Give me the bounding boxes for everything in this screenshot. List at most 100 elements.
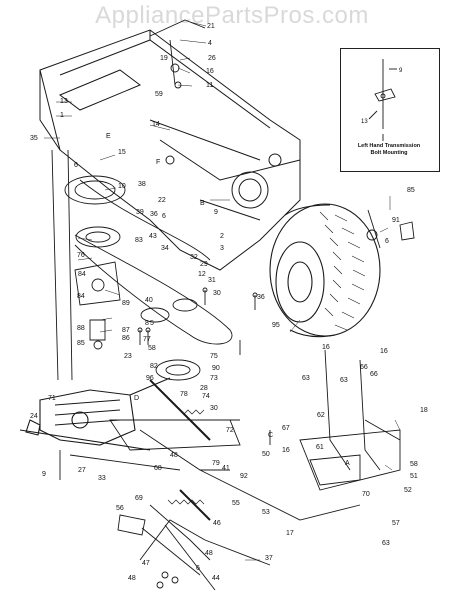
callout-label: F [156, 159, 160, 166]
callout-label: E [106, 133, 111, 140]
callout-label: 31 [208, 277, 216, 284]
callout-label: 16 [206, 68, 214, 75]
rear-tire [269, 203, 381, 338]
callout-label: 50 [262, 451, 270, 458]
callout-label: 48 [170, 452, 178, 459]
callout-label: 32 [190, 254, 198, 261]
callout-label: 67 [282, 425, 290, 432]
callout-label: 92 [240, 473, 248, 480]
inset-caption-line2: Bolt Mounting [370, 150, 408, 156]
callout-label: 58 [148, 345, 156, 352]
tire-tread [319, 211, 366, 331]
callout-label: 30 [210, 405, 218, 412]
callout-label: 16 [282, 447, 290, 454]
callout-label: 55 [232, 500, 240, 507]
callout-label: 11 [206, 82, 213, 89]
callout-label: 74 [202, 393, 210, 400]
transmission [19, 377, 171, 451]
callout-label: 16 [322, 344, 330, 351]
callout-label: 51 [410, 473, 418, 480]
pedal-parts [117, 514, 216, 591]
callout-label: 5 [150, 320, 154, 327]
callout-label: 75 [210, 353, 218, 360]
callout-label: 59 [155, 91, 163, 98]
callout-label: 63 [382, 540, 390, 547]
callout-label: 63 [340, 377, 348, 384]
callout-label: 72 [226, 427, 234, 434]
callout-label: 33 [98, 475, 106, 482]
callout-label: 24 [30, 413, 38, 420]
callout-label: 56 [116, 505, 124, 512]
callout-label: A [345, 460, 350, 467]
callout-label: 88 [77, 325, 85, 332]
callout-label: 91 [392, 217, 400, 224]
callout-label: 30 [213, 290, 221, 297]
callout-label: 37 [265, 555, 273, 562]
callout-label: 29 [200, 261, 208, 268]
callout-label: 57 [392, 520, 400, 527]
callout-label: 89 [122, 300, 130, 307]
callout-label: 61 [316, 444, 324, 451]
callout-label: 23 [124, 353, 132, 360]
callout-label: 76 [77, 252, 85, 259]
callout-label: 15 [118, 149, 126, 156]
callout-label: 90 [212, 365, 220, 372]
callout-label: 96 [146, 375, 154, 382]
callout-label: D [134, 395, 139, 402]
callout-label: 85 [407, 187, 415, 194]
callout-label: 44 [212, 575, 220, 582]
callout-label: 82 [150, 363, 158, 370]
leader-lines [44, 21, 401, 561]
callout-label: 38 [138, 181, 146, 188]
callout-label: 62 [317, 412, 325, 419]
callout-label: 87 [122, 327, 130, 334]
callout-label: 3 [220, 245, 224, 252]
callout-label: 53 [262, 509, 270, 516]
callout-label: 35 [30, 135, 38, 142]
callout-label: 52 [404, 487, 412, 494]
callout-label: 6 [74, 162, 78, 169]
callout-label: 84 [78, 271, 86, 278]
inset-caption-line1: Left Hand Transmission [357, 143, 421, 149]
callout-label: 27 [78, 467, 86, 474]
callout-label: 47 [142, 560, 150, 567]
callout-label: 14 [152, 121, 160, 128]
callout-label: 6 [196, 565, 200, 572]
callout-label: 48 [205, 550, 213, 557]
callout-label: 9 [214, 209, 218, 216]
callout-label: 40 [145, 297, 153, 304]
callout-label: 73 [210, 375, 218, 382]
callout-label: 6 [162, 213, 166, 220]
callout-label: 46 [213, 520, 221, 527]
callout-label: 79 [212, 460, 220, 467]
callout-label: 83 [135, 237, 143, 244]
brake-linkage [69, 379, 401, 566]
callout-label: C [268, 432, 273, 439]
callout-label: 84 [77, 293, 85, 300]
callout-label: 95 [272, 322, 280, 329]
callout-label: 26 [208, 55, 216, 62]
callout-label: 9 [42, 471, 46, 478]
callout-label: 66 [360, 364, 368, 371]
callout-label: 58 [410, 461, 418, 468]
inset-callout-13: 13 [361, 119, 368, 125]
callout-label: 18 [420, 407, 428, 414]
hub-parts [366, 209, 415, 249]
callout-label: 4 [208, 40, 212, 47]
callout-label: 39 [136, 209, 144, 216]
callout-label: 19 [160, 55, 168, 62]
callout-label: 10 [118, 183, 126, 190]
control-rods [324, 349, 401, 471]
callout-label: 70 [362, 491, 370, 498]
callout-label: B [200, 200, 205, 207]
callout-label: 48 [128, 575, 136, 582]
callout-label: 6 [385, 238, 389, 245]
callout-label: 77 [143, 336, 151, 343]
callout-label: 22 [158, 197, 166, 204]
callout-label: 41 [222, 465, 230, 472]
callout-label: 8 [145, 320, 149, 327]
callout-label: 85 [77, 340, 85, 347]
inset-drawing: 9 13 [361, 59, 403, 141]
